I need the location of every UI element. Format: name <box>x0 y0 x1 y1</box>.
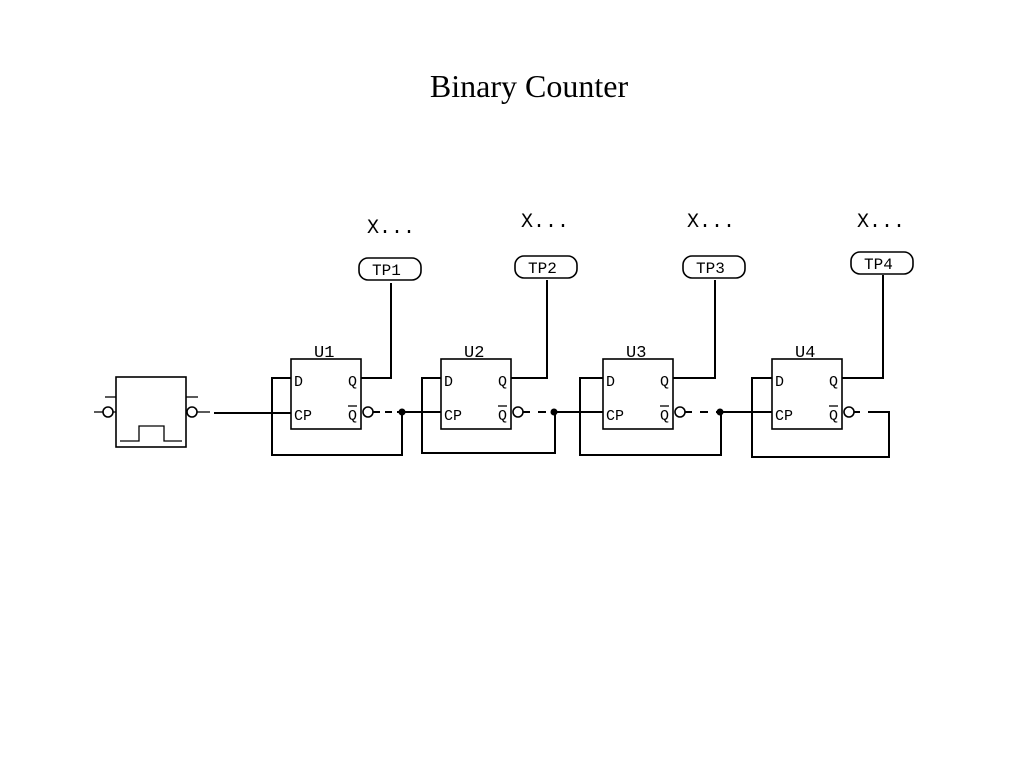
u1-q-to-tp1-wire <box>361 283 392 379</box>
u4-feedback-wire <box>751 377 890 458</box>
pin-q-label: Q <box>660 374 669 391</box>
testpoint-label: TP3 <box>696 260 725 278</box>
testpoint-value: X... <box>367 217 415 240</box>
testpoint-tp1[interactable]: TP1 X... <box>358 217 422 281</box>
flipflop-body <box>290 358 362 430</box>
u2-q-to-tp2-wire <box>511 280 548 379</box>
u4-q-to-tp4-wire <box>842 275 884 379</box>
flipflop-u4[interactable]: U4 D CP Q Q <box>771 344 855 430</box>
qbar-inversion-bubble <box>674 406 686 418</box>
u3-q-to-tp3-wire <box>673 280 716 379</box>
pin-cp-label: CP <box>775 408 793 425</box>
testpoint-value: X... <box>521 211 569 234</box>
testpoint-label: TP1 <box>372 262 401 280</box>
clock-source-body <box>115 376 187 448</box>
qbar-inversion-bubble <box>362 406 374 418</box>
testpoint-probe <box>514 255 578 279</box>
clock-source[interactable] <box>94 376 210 448</box>
pin-d-label: D <box>444 374 453 391</box>
u2-feedback-wire <box>421 377 556 454</box>
pin-qbar-label: Q <box>829 408 838 425</box>
pin-qbar-label: Q <box>348 408 357 425</box>
qbar-inversion-bubble <box>843 406 855 418</box>
u2-junction-dot <box>550 408 558 416</box>
pin-d-label: D <box>294 374 303 391</box>
pin-qbar-label: Q <box>660 408 669 425</box>
pin-cp-label: CP <box>606 408 624 425</box>
diagram-title: Binary Counter <box>429 68 629 104</box>
clock-right-terminal[interactable] <box>186 406 198 418</box>
flipflop-u2[interactable]: U2 D CP Q Q <box>440 344 524 430</box>
pin-q-label: Q <box>498 374 507 391</box>
flipflop-ref: U4 <box>795 344 815 363</box>
testpoint-value: X... <box>857 211 905 234</box>
flipflop-u1[interactable]: U1 D CP Q Q <box>290 344 374 430</box>
testpoint-value: X... <box>687 211 735 234</box>
testpoint-probe <box>682 255 746 279</box>
flipflop-body <box>771 358 843 430</box>
clock-left-terminal[interactable] <box>102 406 114 418</box>
pin-qbar-label: Q <box>498 408 507 425</box>
u3-junction-dot <box>716 408 724 416</box>
u1-junction-dot <box>398 408 406 416</box>
flipflop-ref: U2 <box>464 344 484 363</box>
testpoint-label: TP2 <box>528 260 557 278</box>
pin-q-label: Q <box>829 374 838 391</box>
pin-cp-label: CP <box>294 408 312 425</box>
flipflop-ref: U3 <box>626 344 646 363</box>
flipflop-body <box>440 358 512 430</box>
testpoint-probe <box>358 257 422 281</box>
flipflop-ref: U1 <box>314 344 334 363</box>
testpoint-tp4[interactable]: TP4 X... <box>850 211 914 275</box>
testpoint-tp2[interactable]: TP2 X... <box>514 211 578 279</box>
u3-feedback-wire <box>579 377 722 456</box>
testpoint-probe <box>850 251 914 275</box>
square-wave-icon <box>120 425 182 442</box>
testpoint-label: TP4 <box>864 256 893 274</box>
testpoint-tp3[interactable]: TP3 X... <box>682 211 746 279</box>
flipflop-u3[interactable]: U3 D CP Q Q <box>602 344 686 430</box>
qbar-inversion-bubble <box>512 406 524 418</box>
flipflop-body <box>602 358 674 430</box>
pin-q-label: Q <box>348 374 357 391</box>
u1-feedback-wire <box>271 377 403 456</box>
pin-cp-label: CP <box>444 408 462 425</box>
pin-d-label: D <box>606 374 615 391</box>
pin-d-label: D <box>775 374 784 391</box>
